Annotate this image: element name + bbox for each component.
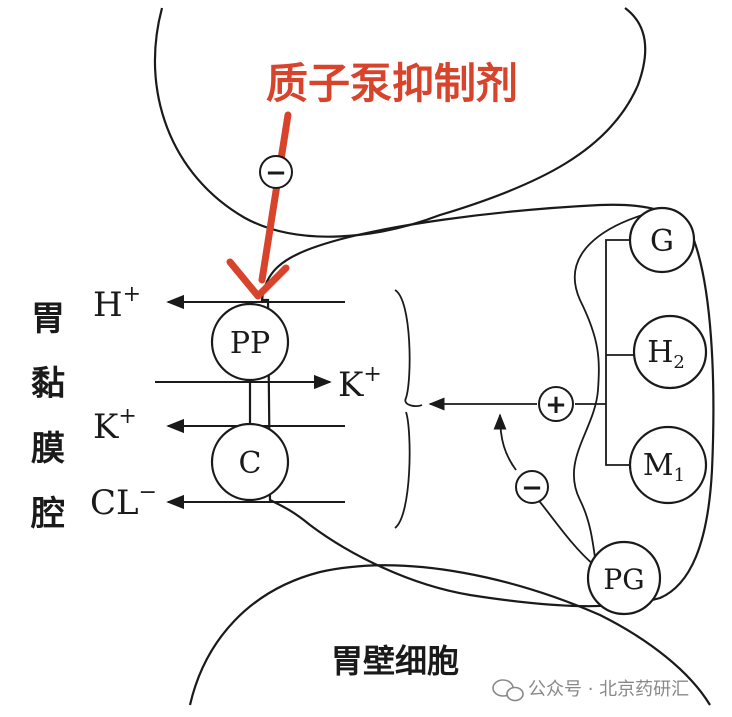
inhibitor-arrow-head [226,258,290,300]
receptor-signal-bus [575,239,640,466]
parietal-cell-label: 胃壁细胞 [331,642,459,680]
lumen-label-char-2: 黏 [31,364,65,404]
diagram-title: 质子泵抑制剂 [266,59,518,108]
lower-cell-outline [188,564,711,706]
watermark-text: 公众号 · 北京药研汇 [528,679,689,700]
pg-inhibit-sign-circle [515,470,549,504]
ion-k-out: K+ [93,404,137,447]
receptor-m1-circle [628,425,708,505]
parietal-cell-membrane [260,203,715,608]
receptor-m1-label: M1 [643,448,685,486]
ion-k-in: K+ [338,362,382,405]
ion-h-out: H+ [93,282,141,325]
watermark: 公众号 · 北京药研汇 [492,679,689,702]
inhibit-sign-text: − [265,158,287,188]
lumen-label-char-4: 腔 [30,494,65,534]
proton-pump-label: PP [230,326,270,361]
chloride-channel-label: C [239,446,262,481]
inhibit-to-stimulus-arrow [493,413,517,471]
stimulate-sign-text: + [545,390,567,420]
ion-cl-out: CL− [90,480,157,523]
receptor-band-outline [573,209,661,601]
chloride-channel-circle [210,422,290,502]
receptor-h2-circle [632,314,708,390]
lumen-label-char-1: 胃 [31,299,65,339]
wechat-icon [492,679,524,702]
inhibit-sign-circle [259,155,293,189]
stimulate-sign-circle [538,386,574,422]
receptor-pg-circle [586,540,662,616]
receptor-g-label: G [650,224,674,259]
pg-inhibit-sign-text: − [521,473,543,503]
channel-brace [394,289,423,529]
upper-cell-outline [153,7,647,238]
inhibitor-arrow-shaft [258,111,292,284]
lumen-label-char-3: 膜 [31,429,65,469]
receptor-pg-label: PG [603,563,644,596]
receptor-g-circle [628,206,696,274]
proton-pump-circle [210,302,290,382]
receptor-h2-label: H2 [647,335,685,373]
